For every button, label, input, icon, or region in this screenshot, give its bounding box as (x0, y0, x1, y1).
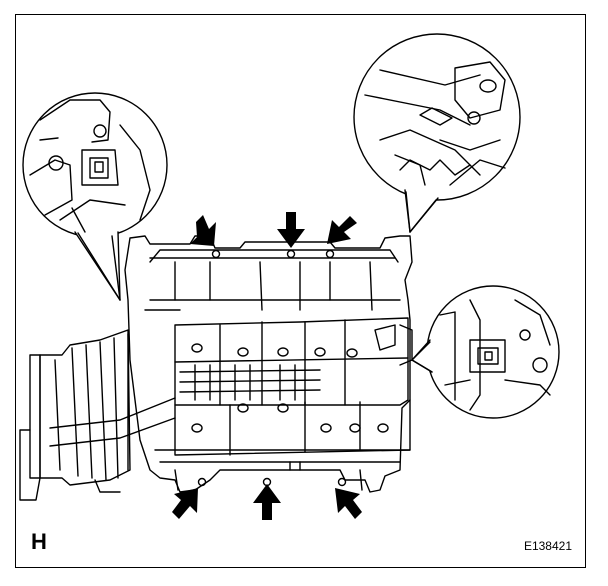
left-duct (19, 329, 176, 501)
unit-housing (124, 235, 413, 493)
figure-frame (15, 14, 586, 568)
arrow-icon (190, 215, 216, 246)
fasteners (197, 249, 347, 487)
arrow-icon (253, 484, 281, 520)
detail-callout-upper-right (353, 33, 521, 233)
front-plate (174, 317, 413, 456)
arrow-icon (335, 488, 362, 519)
arrow-icon (172, 488, 198, 519)
figure-id: E138421 (523, 539, 572, 553)
fastener-arrows (172, 212, 362, 520)
arrow-icon (327, 216, 357, 244)
detail-callout-upper-left (22, 92, 168, 301)
view-letter: H (31, 529, 47, 554)
arrow-icon (277, 212, 305, 248)
detail-callout-right (411, 285, 560, 419)
